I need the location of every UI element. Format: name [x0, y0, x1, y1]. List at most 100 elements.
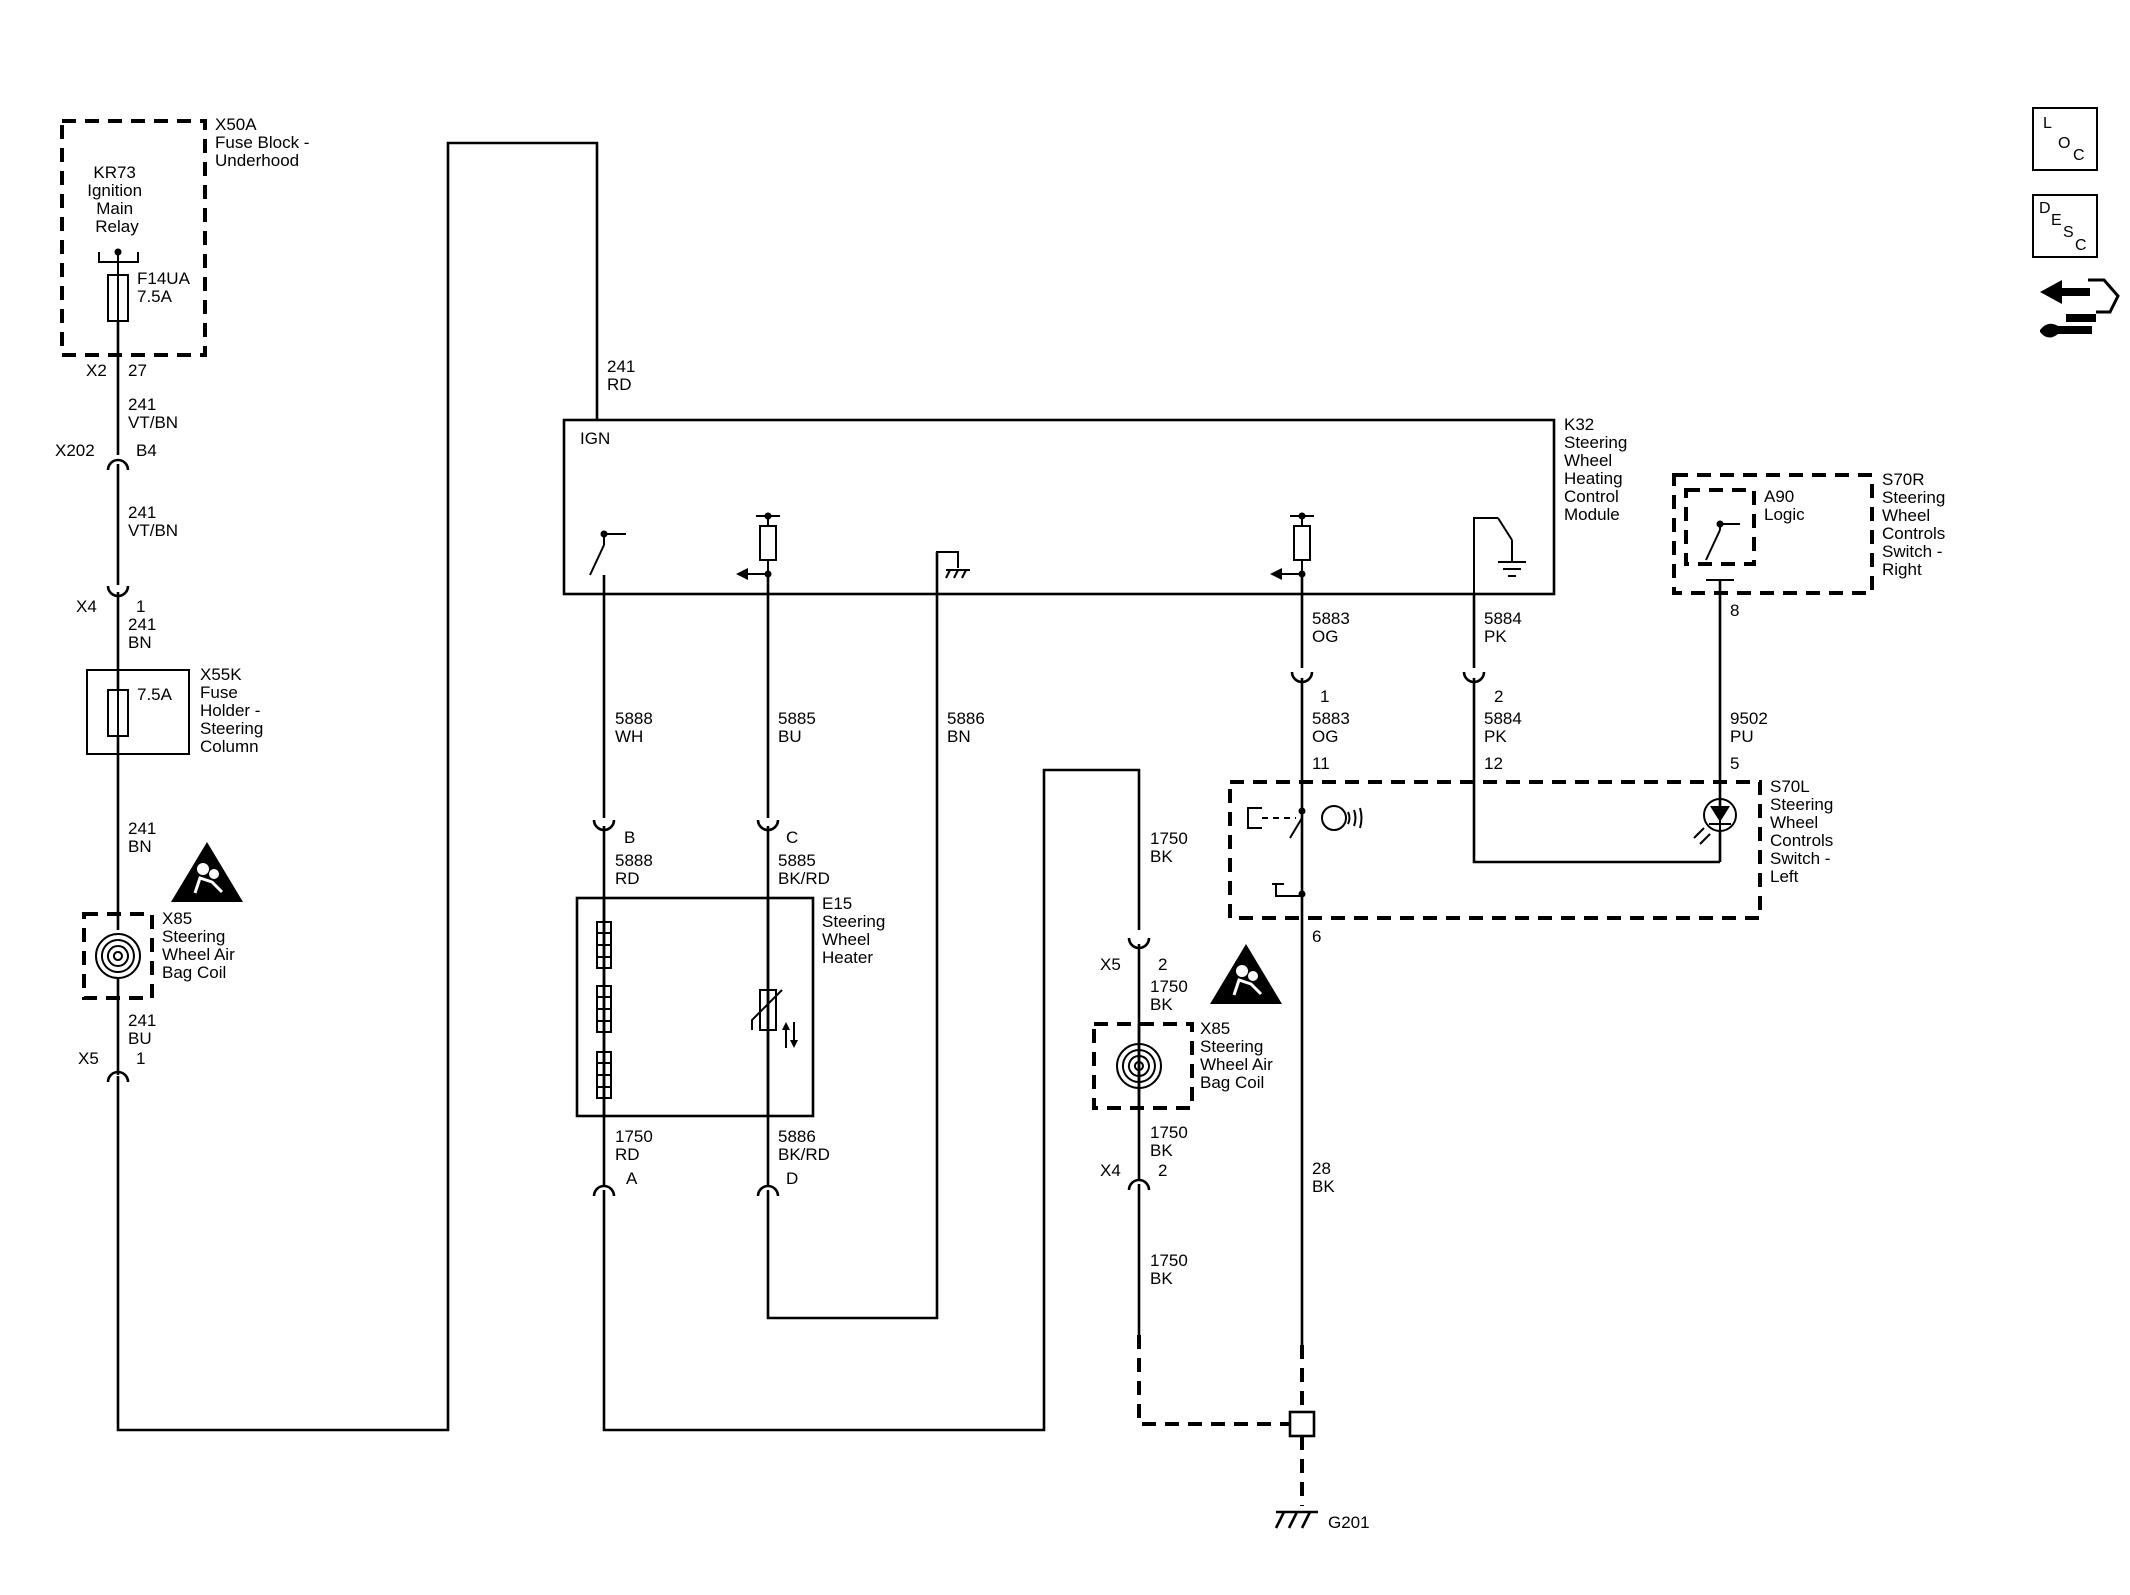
- x50a-label: X50A Fuse Block - Underhood: [215, 115, 314, 170]
- heated-wheel-switch-icon: [1247, 805, 1363, 839]
- x85-left-label: X85 Steering Wheel Air Bag Coil: [162, 909, 239, 982]
- kr73-label: KR73 Ignition Main Relay: [87, 163, 147, 236]
- wire-241-bu: 241 BU: [128, 1011, 161, 1048]
- wire-1750-bk-3: 1750 BK: [1150, 1123, 1193, 1160]
- airbag-warning-icon: [1210, 944, 1282, 1004]
- k32-label: K32 Steering Wheel Heating Control Modul…: [1564, 415, 1632, 524]
- wire-1750-bk-4: 1750 BK: [1150, 1251, 1193, 1288]
- x55k-rating: 7.5A: [137, 685, 173, 704]
- wire-9502-pu: 9502 PU: [1730, 709, 1773, 746]
- k32-heating-control-module: IGN K32 Steering Wheel Heating Control M…: [562, 415, 1632, 596]
- desc-button[interactable]: D E S C: [2032, 194, 2098, 258]
- g201-label: G201: [1328, 1513, 1370, 1532]
- connector-x4-left: X4: [76, 597, 97, 616]
- connector-a-icon: [592, 1184, 616, 1212]
- connector-b-icon: [592, 819, 616, 842]
- connector-x2: X2: [86, 361, 107, 380]
- wire-5888-rd: 5888 RD: [615, 851, 658, 888]
- e15-steering-wheel-heater: E15 Steering Wheel Heater: [575, 894, 890, 1118]
- x85-right-label: X85 Steering Wheel Air Bag Coil: [1200, 1019, 1277, 1092]
- connector-pin2: 2: [1494, 687, 1503, 706]
- x50a-fuse-block: X50A Fuse Block - Underhood KR73 Ignitio…: [60, 115, 314, 357]
- k32-pullup-resistor-icon: [736, 512, 780, 580]
- kr73-relay-contact-icon: [98, 248, 139, 275]
- f14ua-label: F14UA 7.5A: [137, 269, 194, 306]
- connector-pin5: 5: [1730, 754, 1739, 773]
- connector-x2-pin: 27: [128, 361, 147, 380]
- loc-button[interactable]: L O C: [2032, 107, 2098, 171]
- wire-28-bk: 28 BK: [1312, 1159, 1336, 1196]
- x55k-label: X55K Fuse Holder - Steering Column: [200, 665, 268, 756]
- connector-x202-icon: [106, 458, 130, 485]
- connector-x5-left-icon: [106, 1070, 130, 1098]
- wire-241-vtbn-1: 241 VT/BN: [128, 395, 178, 432]
- airbag-warning-icon: [171, 842, 243, 902]
- connector-c: C: [786, 828, 798, 847]
- connector-x5-right-icon: [1127, 937, 1151, 960]
- connector-d: D: [786, 1169, 798, 1188]
- connector-pin11: 11: [1312, 754, 1330, 773]
- s70r-label: S70R Steering Wheel Controls Switch - Ri…: [1882, 470, 1950, 579]
- wire-5885-bu: 5885 BU: [778, 709, 821, 746]
- wire-1750-bk-1: 1750 BK: [1150, 829, 1193, 866]
- wire-5885-bkrd: 5885 BK/RD: [778, 851, 830, 888]
- g201-ground-icon: [1274, 1510, 1318, 1529]
- connector-pin2-icon: [1462, 671, 1486, 694]
- indicator-led-icon: [1693, 798, 1737, 845]
- k32-chassis-ground-icon: [936, 551, 970, 594]
- k32-ign-label: IGN: [580, 429, 610, 448]
- wire-1750-rd: 1750 RD: [615, 1127, 658, 1164]
- wire-241-bn-1: 241 BN: [128, 615, 161, 652]
- connector-navigation-icon[interactable]: [2040, 278, 2120, 338]
- connector-x5-left-pin: 1: [136, 1049, 145, 1068]
- x85-right-clockspring: X85 Steering Wheel Air Bag Coil: [1092, 1019, 1277, 1110]
- s70r-switch-right: A90 Logic S70R Steering Wheel Controls S…: [1672, 470, 1950, 595]
- heating-element-icon: [596, 921, 612, 1099]
- connector-x5-right: X5: [1100, 955, 1121, 974]
- wire-5888-wh: 5888 WH: [615, 709, 658, 746]
- splice-icon: [1288, 1410, 1316, 1438]
- connector-x4-right-pin: 2: [1158, 1161, 1167, 1180]
- connector-a: A: [626, 1169, 638, 1188]
- clockspring-coil-icon: [1116, 1043, 1162, 1089]
- momentary-switch-icon: [1272, 883, 1306, 898]
- e15-label: E15 Steering Wheel Heater: [822, 894, 890, 967]
- wire-5883-og-1: 5883 OG: [1312, 609, 1355, 646]
- wire-241-vtbn-2: 241 VT/BN: [128, 503, 178, 540]
- x55k-fuse-holder: 7.5A X55K Fuse Holder - Steering Column: [86, 665, 268, 756]
- wire-5886-bn: 5886 BN: [947, 709, 990, 746]
- connector-x4-right: X4: [1100, 1161, 1121, 1180]
- wire-5884-pk-1: 5884 PK: [1484, 609, 1527, 646]
- connector-x202: X202: [55, 441, 95, 460]
- wire-1750-bk-2: 1750 BK: [1150, 977, 1193, 1014]
- connector-pin8: 8: [1730, 601, 1739, 620]
- connector-c-icon: [756, 819, 780, 842]
- wire-5883-og-2: 5883 OG: [1312, 709, 1355, 746]
- k32-signal-ground-icon: [1473, 517, 1526, 594]
- x85-left-clockspring: X85 Steering Wheel Air Bag Coil: [82, 909, 239, 1000]
- s70l-label: S70L Steering Wheel Controls Switch - Le…: [1770, 777, 1838, 886]
- connector-d-icon: [756, 1184, 780, 1212]
- connector-pin6: 6: [1312, 927, 1321, 946]
- wire-241-bn-2: 241 BN: [128, 819, 161, 856]
- wire-5884-pk-2: 5884 PK: [1484, 709, 1527, 746]
- s70l-switch-left: S70L Steering Wheel Controls Switch - Le…: [1228, 777, 1838, 920]
- connector-pin1: 1: [1320, 687, 1329, 706]
- connector-pin12: 12: [1484, 754, 1503, 773]
- thermistor-icon: [751, 989, 798, 1048]
- connector-x5-right-pin: 2: [1158, 955, 1167, 974]
- connector-x4-left-pin: 1: [136, 597, 145, 616]
- desc-icon: D E S C: [2039, 200, 2087, 254]
- a90-logic-switch-icon: [1705, 520, 1740, 581]
- k32-switch-icon: [589, 530, 626, 576]
- clockspring-coil-icon: [95, 933, 141, 979]
- k32-pullup-resistor-2-icon: [1270, 512, 1314, 580]
- connector-x5-left: X5: [78, 1049, 99, 1068]
- wire-5886-bkrd: 5886 BK/RD: [778, 1127, 830, 1164]
- connector-pin1-icon: [1290, 671, 1314, 694]
- a90-label: A90 Logic: [1764, 487, 1805, 524]
- wire-241-rd: 241 RD: [607, 357, 640, 394]
- loc-icon: L O C: [2043, 115, 2085, 164]
- connector-b: B: [624, 828, 635, 847]
- connector-x4-right-icon: [1127, 1178, 1151, 1206]
